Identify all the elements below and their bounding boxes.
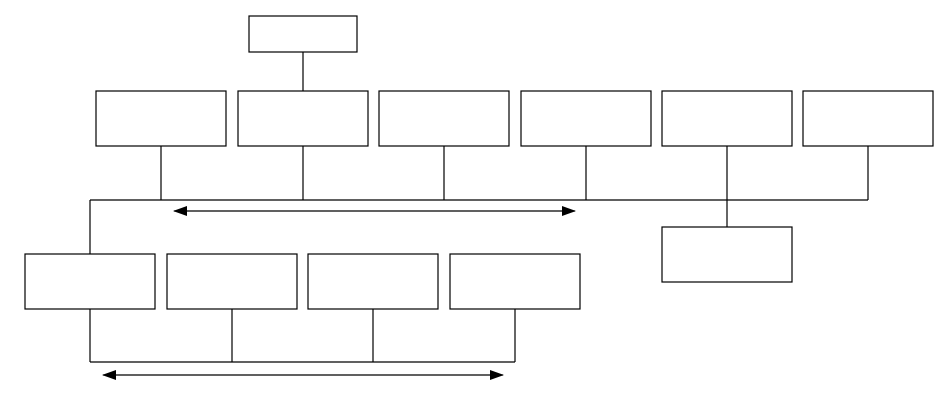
- box-row2-3: [307, 253, 439, 310]
- box-row1-4: [520, 90, 652, 147]
- box-right-child: [661, 226, 793, 283]
- box-row2-1: [24, 253, 156, 310]
- box-row1-3: [378, 90, 510, 147]
- box-row1-5: [661, 90, 793, 147]
- box-top: [248, 15, 358, 53]
- box-row1-2: [237, 90, 369, 147]
- box-row1-1: [95, 90, 227, 147]
- box-row2-4: [449, 253, 581, 310]
- box-row2-2: [166, 253, 298, 310]
- box-row1-6: [802, 90, 934, 147]
